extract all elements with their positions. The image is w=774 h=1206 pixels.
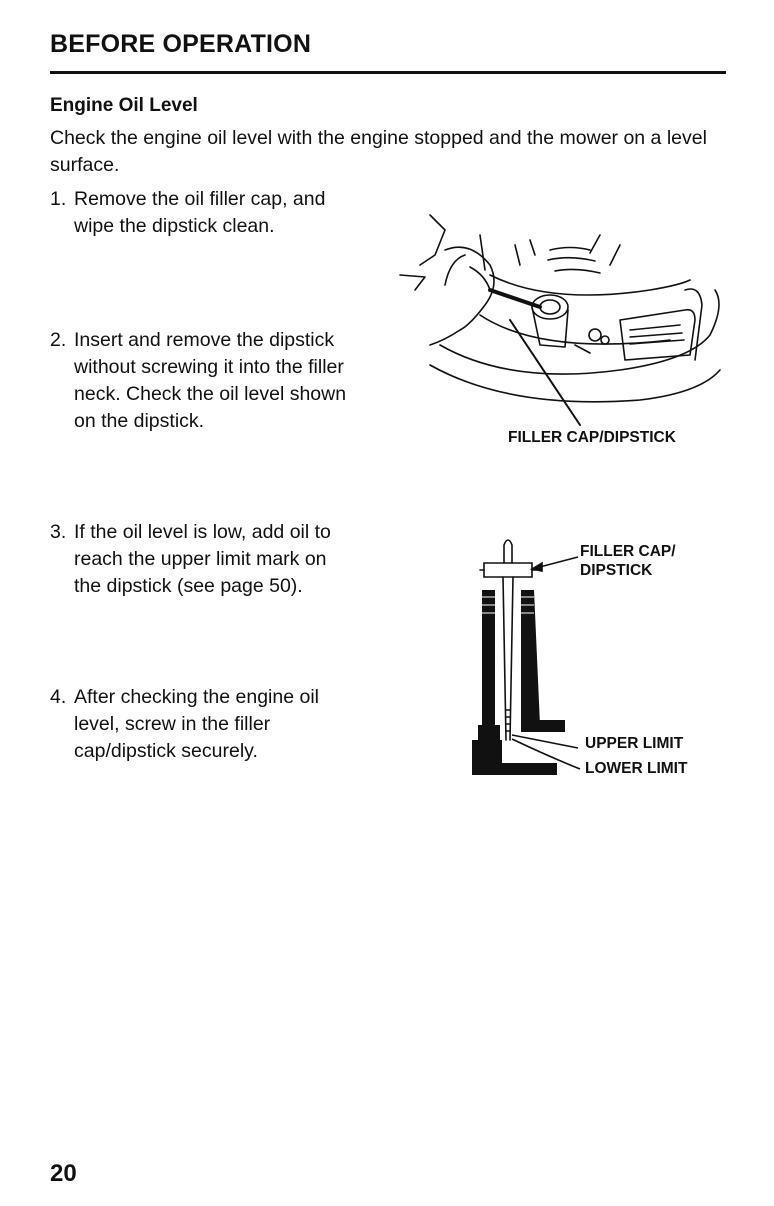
upper-limit-label: UPPER LIMIT [585, 735, 684, 752]
section-title: BEFORE OPERATION [50, 30, 312, 58]
intro-paragraph: Check the engine oil level with the engi… [50, 127, 707, 176]
step-text: If the oil level is low, add oil to reac… [74, 521, 331, 597]
sub-title: Engine Oil Level [50, 95, 198, 116]
dipstick-cap-label: FILLER CAP/ DIPSTICK [580, 543, 676, 579]
step-number: 4. [50, 686, 67, 708]
title-rule [50, 71, 726, 74]
step-number: 2. [50, 329, 67, 351]
step-text: Insert and remove the dipstick without s… [74, 329, 347, 432]
dipstick-cross-section [472, 539, 581, 775]
filler-cap-dipstick-label: FILLER CAP/DIPSTICK [508, 429, 676, 446]
page-number: 20 [50, 1160, 77, 1187]
engine-filler-cap-illustration [399, 214, 721, 426]
step-text: Remove the oil filler cap, and wipe the … [74, 188, 326, 237]
lower-limit-label: LOWER LIMIT [585, 760, 688, 777]
step-number: 3. [50, 521, 67, 543]
step-number: 1. [50, 188, 67, 210]
step-text: After checking the engine oil level, scr… [74, 686, 319, 762]
